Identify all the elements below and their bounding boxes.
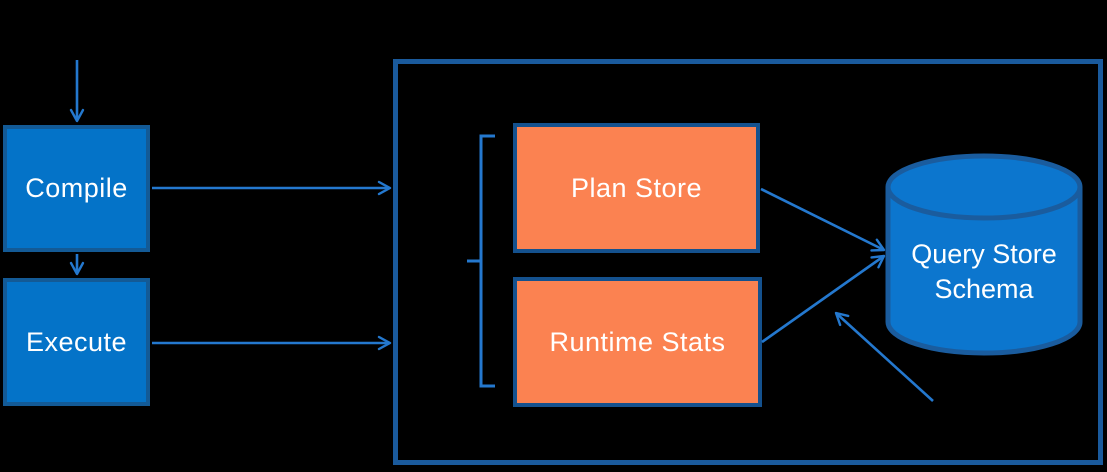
query-store-schema-label-line1: Query Store [911,239,1057,269]
compile-label: Compile [25,173,128,203]
query-store-container-box [393,59,1103,465]
query-store-schema-node: Query Store Schema [888,237,1080,307]
execute-node: Execute [3,278,150,406]
plan-store-node: Plan Store [513,123,760,253]
runtime-stats-node: Runtime Stats [513,277,762,407]
compile-node: Compile [3,125,150,252]
execute-label: Execute [25,326,128,357]
runtime-stats-label: Runtime Stats [549,326,726,357]
query-store-schema-label-line2: Schema [934,274,1034,304]
plan-store-label: Plan Store [570,172,703,203]
